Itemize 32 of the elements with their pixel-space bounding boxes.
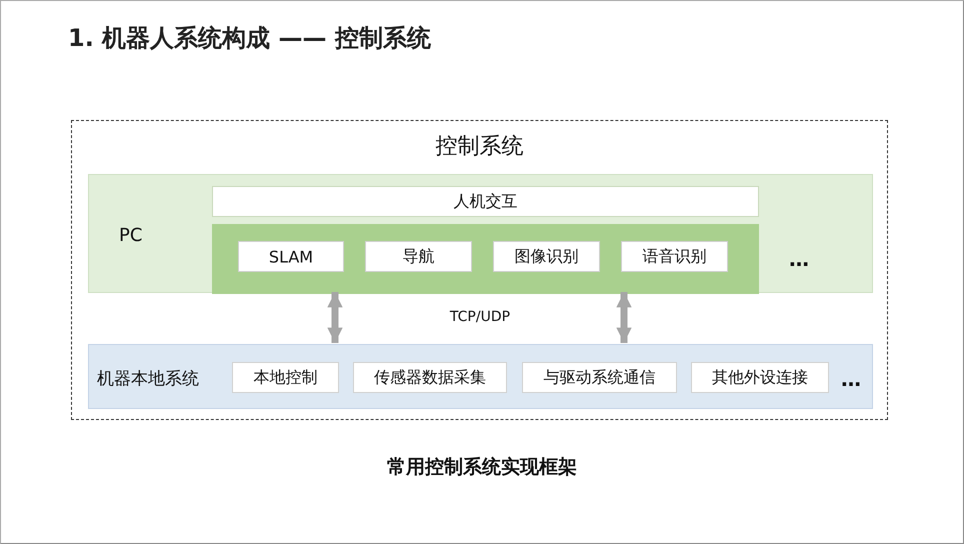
module-box [365,241,472,272]
module-box [691,362,829,393]
node-label: 图像识别 [514,246,578,267]
slide-title: 1. 机器人系统构成 —— 控制系统 [68,23,431,54]
double-arrow [616,292,632,343]
node-label: 导航 [402,246,434,267]
pc-band [88,174,873,293]
module-box [232,362,339,393]
system-frame [71,120,888,420]
node-label: 其他外设连接 [712,367,808,388]
module-box [621,241,728,272]
ellipsis-mark: … [841,367,861,391]
module-band [212,224,759,294]
module-box [238,241,344,272]
local-system-band [88,344,873,409]
ellipsis-mark: … [789,247,809,271]
double-arrow [327,292,343,343]
module-box [212,186,759,217]
module-box [353,362,507,393]
node-label: 传感器数据采集 [374,367,486,388]
node-label: 控制系统 [436,133,524,161]
node-label: 与驱动系统通信 [544,367,656,388]
protocol-label: TCP/UDP [450,309,510,325]
node-label: 人机交互 [454,191,518,212]
module-box [522,362,677,393]
node-label: PC [119,225,142,246]
node-label: 机器本地系统 [97,368,199,390]
node-label: SLAM [268,247,314,266]
caption: 常用控制系统实现框架 [387,455,577,480]
node-label: 本地控制 [254,367,318,388]
module-box [493,241,600,272]
node-label: 语音识别 [642,246,706,267]
